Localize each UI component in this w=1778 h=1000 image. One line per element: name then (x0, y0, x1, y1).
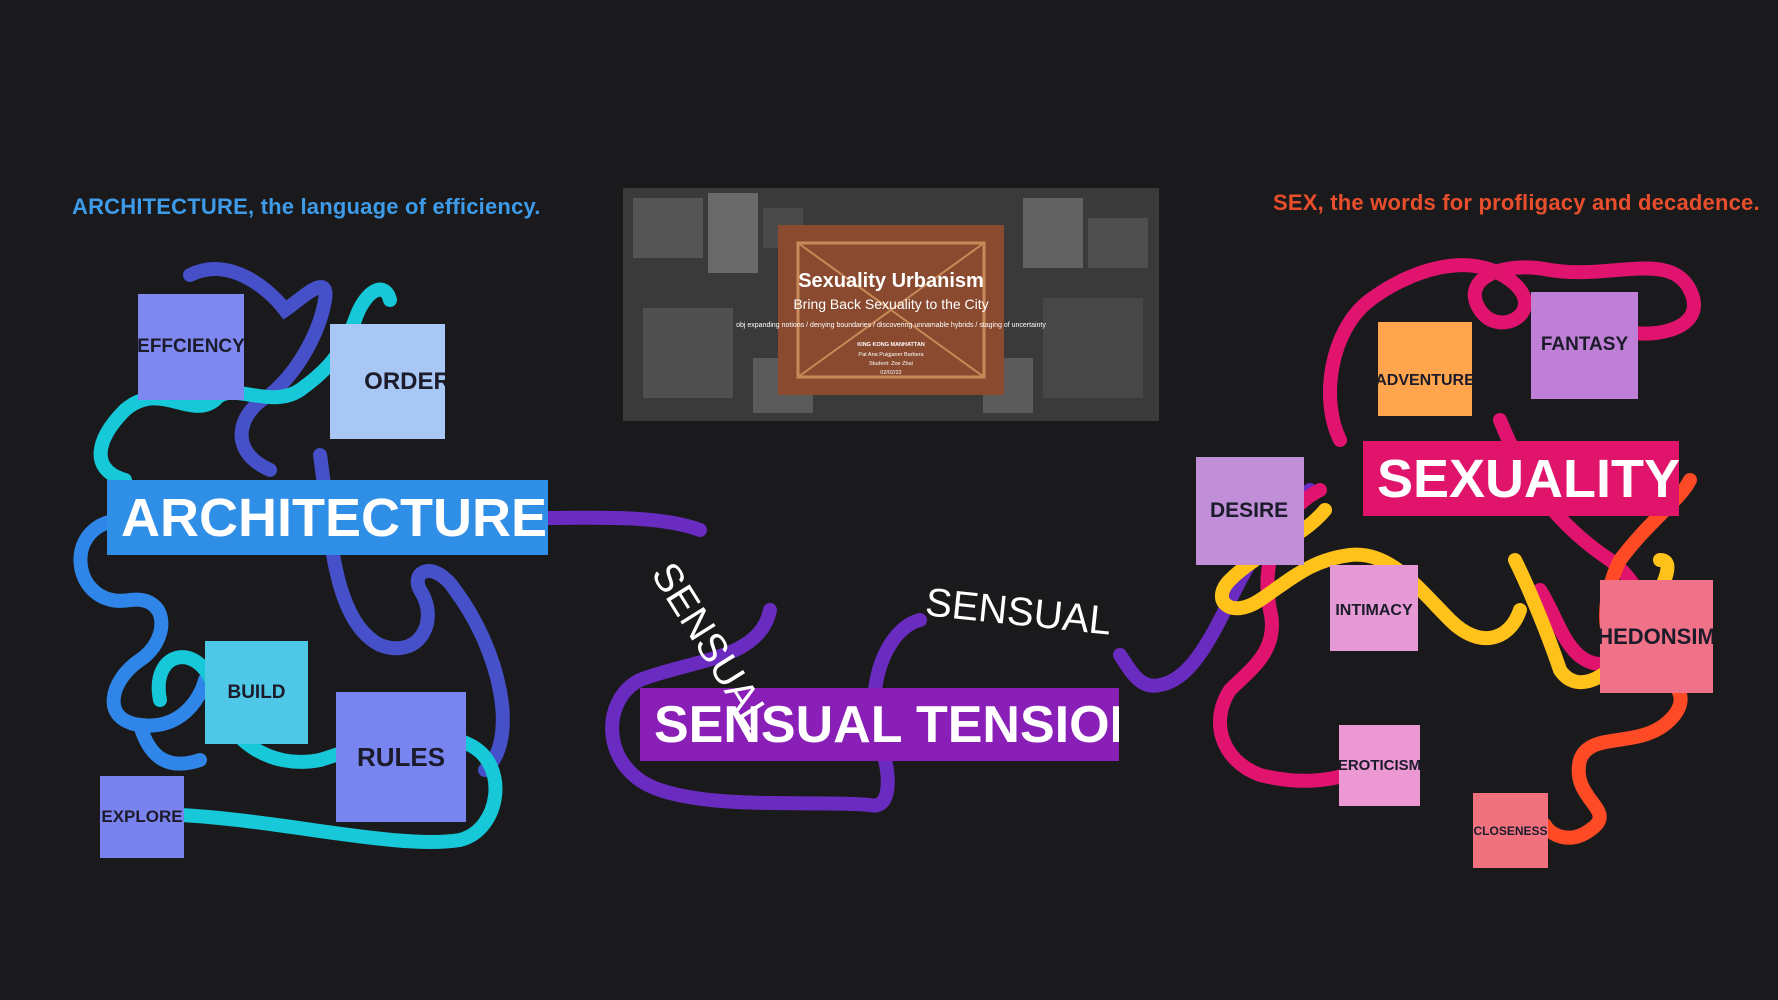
cover-credit-date: 02/02/22 (880, 370, 902, 376)
cover-credit-student: Student: Zoe Zhai (869, 361, 913, 367)
cover-credit-prof: Pat Ana Puigjaner Barbera (858, 352, 924, 358)
cover-image: Sexuality Urbanism Bring Back Sexuality … (623, 188, 1159, 421)
note-desire: DESIRE (1196, 457, 1304, 565)
strand-purple-loop-left (605, 603, 895, 813)
note-rules: RULES (336, 692, 466, 822)
strand-indigo-top (183, 262, 333, 477)
note-effciency: EFFCIENCY (138, 294, 244, 400)
cover-tagline: obj expanding notions / denying boundari… (736, 322, 1046, 329)
strand-blue-left (73, 513, 212, 733)
strand-yellow-left (1215, 503, 1527, 645)
note-fantasy: FANTASY (1531, 292, 1638, 399)
note-hedonsim: HEDONSIM (1600, 580, 1713, 693)
strand-blue-under (133, 718, 207, 771)
strand-indigo-right (313, 448, 510, 777)
note-order: ORDER (330, 324, 445, 439)
cover-credit-course: KING KONG MANHATTAN (857, 342, 925, 348)
note-build: BUILD (205, 641, 308, 744)
cover-subtitle: Bring Back Sexuality to the City (793, 296, 989, 312)
note-adventure: ADVENTURE (1378, 322, 1472, 416)
strand-orange (1538, 473, 1697, 845)
collage-texture (623, 188, 1159, 421)
strand-purple-connector (533, 510, 707, 537)
cover-title: Sexuality Urbanism (798, 270, 984, 292)
sex-heading: SEX, the words for profligacy and decade… (1273, 190, 1760, 215)
strand-purple-loop-mid (868, 613, 927, 697)
note-intimacy: INTIMACY (1330, 565, 1418, 651)
strand-magenta-top (1323, 258, 1701, 447)
architecture-heading: ARCHITECTURE, the language of efficiency… (72, 194, 541, 219)
sensual-tension-label: SENSUAL TENSION (640, 688, 1119, 761)
note-closeness: CLOSENESS (1473, 793, 1548, 868)
note-explore: EXPLORE (100, 776, 184, 858)
sexuality-label: SEXUALITY (1363, 441, 1679, 516)
architecture-label: ARCHITECTURE (107, 480, 548, 555)
note-eroticism: EROTICISM (1339, 725, 1420, 806)
